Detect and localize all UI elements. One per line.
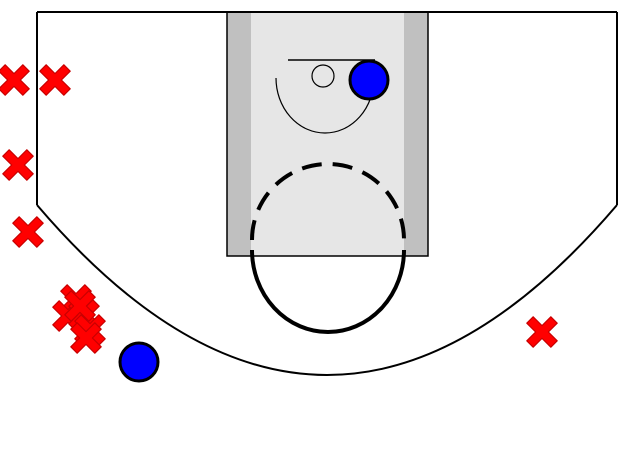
players-layer <box>118 59 390 383</box>
lane-stripe-right <box>404 12 428 256</box>
three-point-arc <box>36 204 618 376</box>
court-lines <box>36 11 618 376</box>
offense-player-circle <box>348 59 390 101</box>
hoop-rim <box>311 64 335 88</box>
key-fill <box>251 12 404 256</box>
shot-marker-x-icon <box>12 216 44 248</box>
shot-marker-x-icon <box>64 290 96 322</box>
shot-marker-x-icon <box>2 149 34 181</box>
shot-marker-x-icon <box>39 64 71 96</box>
free-throw-circle-top <box>250 162 406 241</box>
shot-marker-x-icon <box>526 316 558 348</box>
lane-stripe-left <box>227 12 251 256</box>
paint-area <box>226 11 429 257</box>
shot-markers <box>0 64 558 354</box>
restricted-area-arc <box>275 77 375 134</box>
shot-marker-x-icon <box>0 64 30 96</box>
offense-player-circle <box>118 341 160 383</box>
shot-marker-x-icon <box>70 322 102 354</box>
free-throw-circle-bottom <box>250 249 406 334</box>
